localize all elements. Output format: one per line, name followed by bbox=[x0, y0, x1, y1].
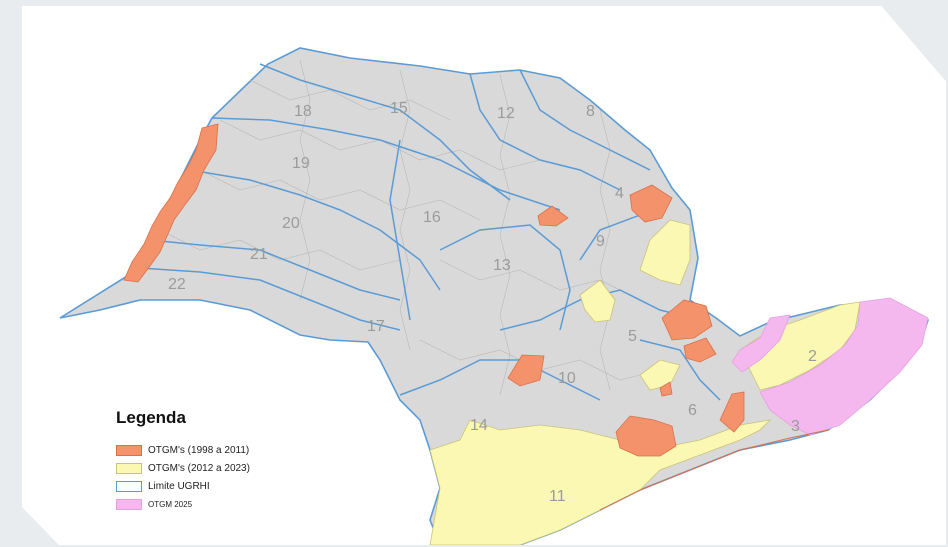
legend-swatch-pink bbox=[116, 498, 142, 510]
ugrhi-label: 18 bbox=[294, 103, 312, 120]
ugrhi-label: 15 bbox=[390, 100, 408, 117]
ugrhi-label: 19 bbox=[292, 155, 310, 172]
legend-label: OTGM 2025 bbox=[148, 499, 193, 509]
ugrhi-label: 20 bbox=[282, 215, 300, 232]
legend-item-limite-ugrhi: Limite UGRHI bbox=[116, 478, 336, 494]
ugrhi-label: 3 bbox=[791, 418, 800, 435]
otgm-1998-2011-areas bbox=[123, 123, 745, 457]
ugrhi-label: 14 bbox=[470, 417, 488, 434]
legend-label: Limite UGRHI bbox=[148, 480, 210, 492]
coastline bbox=[599, 429, 829, 511]
ugrhi-label: 22 bbox=[168, 276, 186, 293]
map-legend: Legenda OTGM's (1998 a 2011) OTGM's (201… bbox=[116, 408, 336, 514]
ugrhi-label: 10 bbox=[558, 370, 576, 387]
ugrhi-labels: 18 15 12 8 19 4 20 16 9 21 13 22 17 5 10… bbox=[168, 100, 817, 505]
ugrhi-label: 12 bbox=[497, 105, 515, 122]
ugrhi-label: 4 bbox=[615, 185, 624, 202]
otgm-2025-areas bbox=[731, 297, 929, 436]
otgm-2012-2023-areas bbox=[429, 219, 861, 545]
ugrhi-label: 6 bbox=[688, 402, 697, 419]
legend-item-otgm-2012-2023: OTGM's (2012 a 2023) bbox=[116, 460, 336, 476]
legend-swatch-yellow bbox=[116, 462, 142, 474]
legend-label: OTGM's (1998 a 2011) bbox=[148, 444, 250, 456]
ugrhi-label: 2 bbox=[808, 348, 817, 365]
legend-swatch-orange bbox=[116, 444, 142, 456]
legend-swatch-outline bbox=[116, 480, 142, 492]
ugrhi-label: 17 bbox=[367, 318, 385, 335]
map-card: 18 15 12 8 19 4 20 16 9 21 13 22 17 5 10… bbox=[22, 6, 946, 545]
ugrhi-label: 13 bbox=[493, 257, 511, 274]
legend-label: OTGM's (2012 a 2023) bbox=[148, 462, 250, 474]
ugrhi-label: 16 bbox=[423, 209, 441, 226]
ugrhi-label: 11 bbox=[549, 488, 566, 505]
legend-item-otgm-1998-2011: OTGM's (1998 a 2011) bbox=[116, 442, 336, 458]
ugrhi-borders bbox=[139, 63, 721, 401]
ugrhi-label: 8 bbox=[586, 103, 595, 120]
ugrhi-label: 5 bbox=[628, 328, 637, 345]
ugrhi-label: 9 bbox=[596, 233, 605, 250]
legend-title: Legenda bbox=[116, 408, 186, 427]
sao-paulo-map: 18 15 12 8 19 4 20 16 9 21 13 22 17 5 10… bbox=[59, 47, 929, 545]
ugrhi-label: 21 bbox=[250, 246, 268, 263]
legend-item-otgm-2025: OTGM 2025 bbox=[116, 496, 336, 512]
